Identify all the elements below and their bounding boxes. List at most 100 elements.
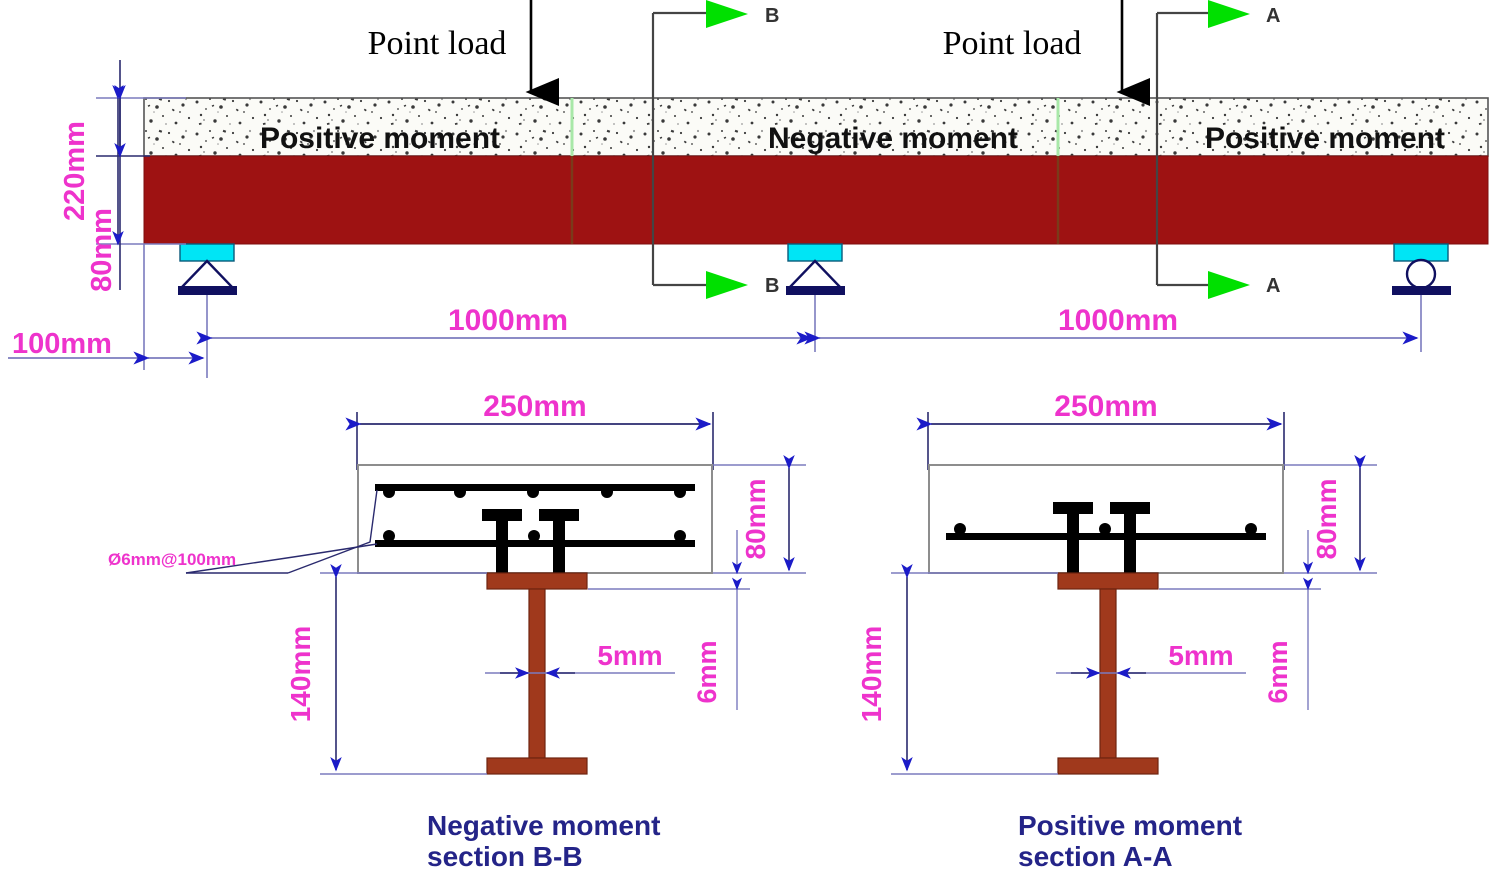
- rebar-dot: [954, 523, 966, 535]
- bottom-rebar-bar-bb: [375, 540, 695, 547]
- dimension-label-span-right: 1000mm: [1058, 304, 1178, 337]
- dimension-label-bb-slab-width: 250mm: [483, 390, 586, 423]
- support-pin-middle: [786, 243, 845, 295]
- dimension-aa-flange: 6mm: [1159, 530, 1321, 710]
- rebar-dot: [527, 486, 539, 498]
- dimension-span-left: 1000mm: [196, 295, 816, 352]
- shear-stud-head: [1053, 502, 1093, 514]
- dimension-label-bb-steel-depth: 140mm: [285, 626, 316, 723]
- section-aa-caption-line2: section A-A: [1018, 841, 1173, 870]
- dimension-bb-steel-depth: 140mm: [285, 564, 487, 775]
- dimension-label-aa-flange: 6mm: [1263, 640, 1293, 703]
- section-bb-caption-line2: section B-B: [427, 841, 583, 870]
- section-tag-a-bottom: A: [1266, 275, 1280, 297]
- shear-stud-shank: [553, 515, 565, 577]
- rebar-note-bb: Ø6mm@100mm: [108, 489, 378, 574]
- span-label-positive-left: Positive moment: [260, 122, 500, 155]
- dimension-slab-thickness: 80mm: [86, 85, 150, 292]
- steel-beam-elevation: [143, 155, 1489, 245]
- dimension-aa-slab-width: 250mm: [916, 390, 1285, 470]
- top-rebar-layer-bb: [375, 484, 695, 498]
- section-arrow-b-top: [706, 0, 748, 28]
- rebar-dot: [674, 530, 686, 542]
- dimension-label-bb-flange: 6mm: [692, 640, 722, 703]
- dimension-label-bb-web: 5mm: [597, 640, 662, 671]
- shear-stud-head: [1110, 502, 1150, 514]
- rebar-dot: [1099, 523, 1111, 535]
- bearing-plate-right: [1393, 243, 1449, 262]
- section-tag-a-top: A: [1266, 5, 1280, 27]
- shear-stud-shank: [496, 515, 508, 577]
- slab-outline-aa: [928, 464, 1284, 574]
- section-aa-caption-line1: Positive moment: [1018, 810, 1242, 841]
- rebar-note-leader-bottom: [185, 543, 378, 574]
- section-arrow-a-bottom: [1208, 271, 1250, 299]
- roller-base-right: [1392, 286, 1451, 295]
- bearing-plate-middle: [787, 243, 843, 262]
- bearing-plate-left: [179, 243, 235, 262]
- rebar-dot: [1245, 523, 1257, 535]
- rebar-note-label-bb: Ø6mm@100mm: [108, 550, 236, 569]
- dimension-label-slab-thickness: 80mm: [86, 208, 118, 292]
- rebar-dot: [383, 486, 395, 498]
- rebar-dot: [674, 486, 686, 498]
- section-tag-b-top: B: [765, 5, 779, 27]
- section-aa-view: 250mm 80mm: [856, 390, 1377, 870]
- section-marker-b: B B: [651, 0, 779, 299]
- span-label-negative: Negative moment: [768, 122, 1018, 155]
- rebar-dot: [454, 486, 466, 498]
- rebar-dot: [383, 530, 395, 542]
- shear-studs-aa: [1053, 502, 1150, 577]
- slab-outline-bb: [357, 464, 713, 574]
- point-load-label-right: Point load: [943, 25, 1082, 62]
- shear-stud-head: [482, 509, 522, 521]
- dimension-label-overall-depth: 220mm: [59, 121, 91, 221]
- pin-triangle-left: [178, 259, 236, 290]
- top-flange-aa: [1057, 572, 1159, 590]
- section-arrow-a-top: [1208, 0, 1250, 28]
- dimension-aa-web: 5mm: [1056, 640, 1246, 679]
- rebar-dot: [528, 530, 540, 542]
- section-marker-a: A A: [1155, 0, 1280, 299]
- shear-studs-bb: [482, 509, 579, 577]
- pin-base-middle: [786, 286, 845, 295]
- bottom-rebar-bar-aa: [946, 533, 1266, 540]
- span-label-positive-right: Positive moment: [1205, 122, 1445, 155]
- dimension-label-aa-steel-depth: 140mm: [856, 626, 887, 723]
- dimension-label-aa-slab-width: 250mm: [1054, 390, 1157, 423]
- elevation-view: Positive moment Negative moment Positive…: [8, 0, 1489, 378]
- dimension-overhang: 100mm: [8, 244, 208, 378]
- support-roller-right: [1392, 243, 1451, 295]
- dimension-label-aa-slab-depth: 80mm: [1311, 479, 1342, 560]
- rebar-note-leader-top: [287, 489, 378, 574]
- dimension-bb-flange: 6mm: [588, 530, 750, 710]
- dimension-label-span-left: 1000mm: [448, 304, 568, 337]
- section-arrow-b-bottom: [706, 271, 748, 299]
- bottom-flange-aa: [1057, 757, 1159, 775]
- section-bb-view: 250mm: [108, 390, 806, 870]
- dimension-bb-web: 5mm: [485, 640, 675, 679]
- pin-triangle-middle: [786, 259, 844, 290]
- concrete-slab-elevation: [143, 97, 1489, 157]
- support-pin-left: [178, 243, 237, 295]
- roller-circle-right: [1405, 258, 1437, 290]
- dimension-label-aa-web: 5mm: [1168, 640, 1233, 671]
- dimension-aa-slab-depth: 80mm: [1284, 455, 1377, 574]
- rebar-dot: [601, 486, 613, 498]
- bottom-rebar-layer-bb: [375, 530, 695, 547]
- bottom-rebar-layer-aa: [946, 523, 1266, 540]
- pin-base-left: [178, 286, 237, 295]
- top-flange-bb: [486, 572, 588, 590]
- dimension-bb-slab-width: 250mm: [345, 390, 714, 470]
- point-load-label-left: Point load: [368, 25, 507, 62]
- dimension-aa-steel-depth: 140mm: [856, 564, 1058, 775]
- section-tag-b-bottom: B: [765, 275, 779, 297]
- dimension-label-bb-slab-depth: 80mm: [740, 479, 771, 560]
- bottom-flange-bb: [486, 757, 588, 775]
- shear-stud-shank: [1124, 508, 1136, 577]
- dimension-label-overhang: 100mm: [12, 328, 112, 360]
- shear-stud-shank: [1067, 508, 1079, 577]
- section-bb-caption-line1: Negative moment: [427, 810, 660, 841]
